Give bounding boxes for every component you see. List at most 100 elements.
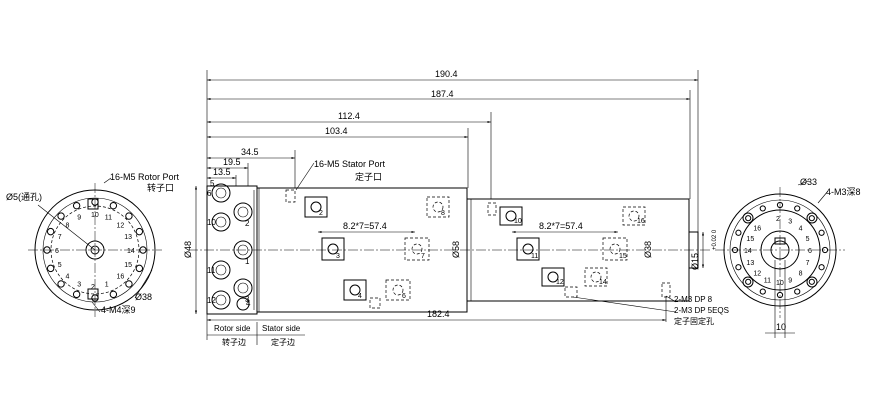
right-port-number: 8 — [799, 271, 803, 278]
right-port-hole — [818, 264, 825, 271]
rotor-port-inner — [215, 216, 227, 228]
left-port-number: 9 — [77, 215, 81, 222]
rotor-port-number: 1 — [245, 257, 250, 266]
right-m3-hole — [806, 212, 818, 224]
dia-38-side-label: Ø38 — [643, 241, 653, 258]
stator-port-number: 8 — [441, 210, 445, 217]
stator-port-box — [426, 196, 450, 218]
right-port-hole — [821, 246, 829, 254]
right-dia-33-label: Ø33 — [800, 177, 817, 187]
stator-port-hole — [590, 271, 602, 283]
right-port-number: 16 — [753, 225, 761, 232]
rotor-port-number: 5 — [210, 179, 215, 188]
dia-15-tolerance: +0.02 0 — [712, 229, 718, 250]
left-m4-label: 4-M4深9 — [101, 305, 136, 315]
stator-port-hole — [628, 210, 640, 222]
stator-port-hole — [522, 243, 534, 255]
stator-port-hole — [310, 201, 322, 213]
m3-dp8-label: 2-M3 DP 8 — [674, 295, 713, 304]
stator-fix-cn-label: 定子固定孔 — [674, 316, 714, 326]
stator-port-hole — [609, 243, 621, 255]
stator-port-hole — [349, 284, 361, 296]
stator-port-box — [602, 237, 628, 261]
left-port-hole — [109, 201, 118, 210]
right-m3-label: 4-M3深8 — [826, 187, 861, 197]
left-port-hole — [125, 280, 133, 288]
right-port-number: 12 — [753, 271, 761, 278]
left-port-hole — [135, 227, 144, 236]
left-port-hole — [135, 264, 144, 273]
rotor-port-circle — [236, 297, 250, 311]
left-port-hole — [46, 227, 55, 236]
right-port-hole — [745, 278, 752, 285]
leader-m4 — [91, 301, 101, 313]
stator-port-number: 10 — [514, 218, 522, 225]
left-port-number: 7 — [58, 234, 62, 241]
rotor-pitch-label: 8.2*7=57.4 — [343, 221, 387, 231]
right-port-number: 9 — [788, 278, 792, 285]
rotor-port-circle — [211, 183, 231, 203]
left-m4-hole-top — [87, 198, 99, 210]
dia-48-label: Ø48 — [183, 241, 193, 258]
leader-dia-38 — [134, 269, 153, 299]
right-view-port-ring — [731, 201, 829, 299]
stator-port-box — [516, 237, 540, 261]
leader-through-hole — [37, 204, 96, 251]
left-port-hole — [46, 264, 55, 273]
right-port-hole — [735, 264, 742, 271]
rotor-side-cn-label: 转子边 — [222, 337, 246, 347]
dim-112-4: 112.4 — [338, 111, 360, 121]
left-port-number: 14 — [127, 248, 135, 255]
rotor-port-circle — [233, 240, 253, 260]
stator-port-number: 4 — [358, 293, 362, 300]
stator-port-box — [304, 196, 328, 218]
stator-port-number: 12 — [556, 279, 564, 286]
stator-side-cn-label: 定子边 — [271, 337, 295, 347]
stator-port-number: 14 — [599, 279, 607, 286]
right-port-hole — [735, 229, 742, 236]
rotor-port-cn-label: 转子口 — [147, 182, 174, 193]
rotor-port-number: 4 — [246, 299, 251, 308]
left-port-number: 16 — [116, 273, 124, 280]
right-m3-hole — [742, 276, 754, 288]
right-port-hole — [808, 215, 815, 222]
rotor-side-label: Rotor side — [214, 324, 251, 333]
left-port-number: 15 — [124, 262, 132, 269]
left-port-number: 2 — [91, 284, 95, 291]
right-port-number: 4 — [799, 225, 803, 232]
dim-190-4: 190.4 — [435, 69, 458, 79]
leader-rotor-port — [103, 177, 112, 184]
dia-15-label: Ø15 — [690, 253, 700, 270]
rotor-port-number: 12 — [207, 296, 216, 305]
left-through-hole-label: Ø5(通孔) — [6, 192, 42, 202]
rotor-port-circle — [211, 290, 231, 310]
right-port-hole — [759, 205, 766, 212]
m3-dp5-label: 2-M3 DP 5EQS — [674, 306, 729, 315]
right-port-number: 3 — [788, 218, 792, 225]
left-port-hole — [72, 201, 81, 210]
dim-103-4: 103.4 — [325, 126, 348, 136]
dia-58-label: Ø58 — [451, 241, 461, 258]
left-port-number: 4 — [66, 273, 70, 280]
stator-port-number: 11 — [531, 253, 538, 260]
rotor-port-number: 11 — [207, 266, 216, 275]
right-port-hole — [731, 246, 739, 254]
stator-port-hole — [327, 243, 339, 255]
stator-port-box — [499, 206, 523, 226]
left-port-hole — [72, 290, 81, 299]
right-m3-hole — [742, 212, 754, 224]
dim-34-5: 34.5 — [241, 147, 259, 157]
left-port-hole — [57, 280, 65, 288]
stator-port-number: 16 — [637, 218, 645, 225]
right-port-number: 11 — [764, 278, 771, 285]
stator-port-hole — [432, 201, 444, 213]
left-port-hole — [139, 246, 147, 254]
stator-port-box — [541, 267, 565, 287]
dim-19-5: 19.5 — [223, 157, 241, 167]
